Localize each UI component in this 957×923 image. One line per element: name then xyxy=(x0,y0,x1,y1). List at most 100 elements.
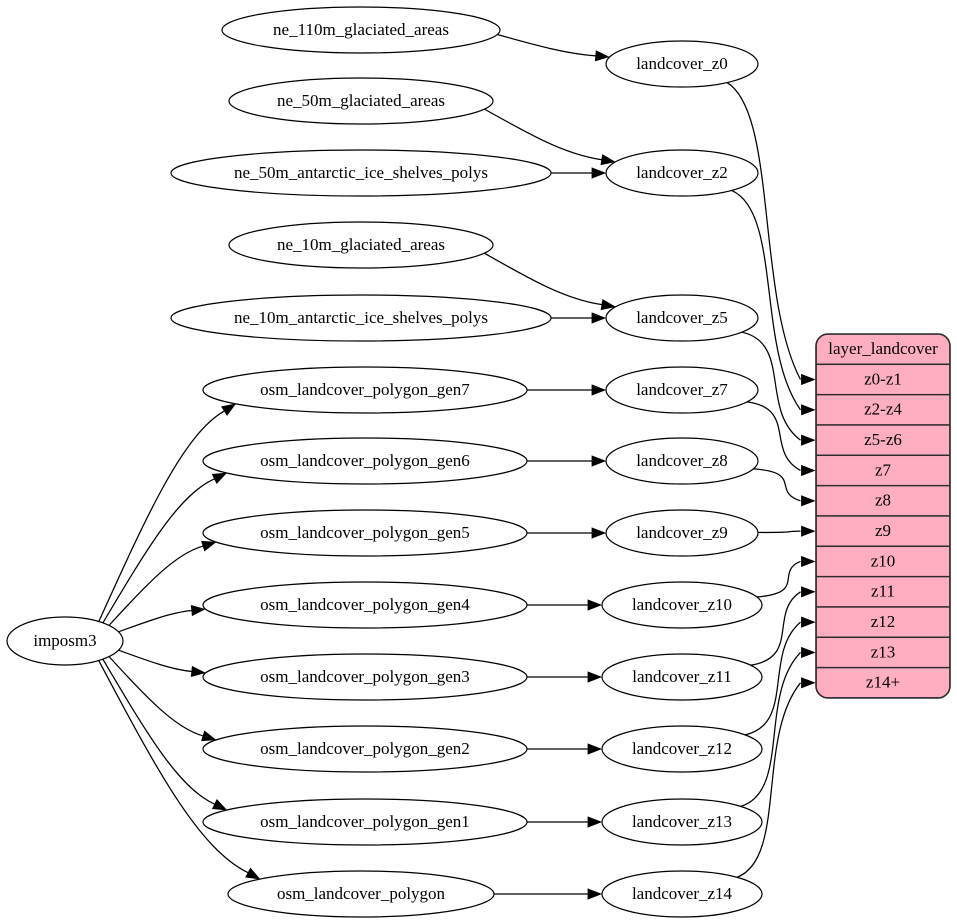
node-ne_50m_antarctic_ice_shelves_polys[interactable]: ne_50m_antarctic_ice_shelves_polys xyxy=(170,149,552,197)
table-row-cell[interactable] xyxy=(816,484,950,517)
node-landcover_z0[interactable]: landcover_z0 xyxy=(605,40,759,88)
table-row-cell[interactable] xyxy=(816,575,950,608)
node-label: landcover_z9 xyxy=(636,523,728,542)
arrow-head xyxy=(591,527,607,539)
node-label: osm_landcover_polygon_gen6 xyxy=(260,451,470,470)
node-landcover_z2[interactable]: landcover_z2 xyxy=(605,149,759,197)
node-shape xyxy=(202,725,528,773)
node-ne_110m_glaciated_areas[interactable]: ne_110m_glaciated_areas xyxy=(221,6,501,54)
node-imposm3[interactable]: imposm3 xyxy=(6,616,124,666)
arrow-head xyxy=(801,525,816,537)
table-row-cell[interactable] xyxy=(816,545,950,578)
table-row-cell[interactable] xyxy=(816,363,950,396)
node-label: landcover_z12 xyxy=(632,739,732,758)
node-shape xyxy=(601,581,763,629)
arrow-head xyxy=(801,586,816,598)
node-shape xyxy=(605,294,759,342)
node-shape xyxy=(605,437,759,485)
node-shape xyxy=(202,509,528,557)
node-label: osm_landcover_polygon_gen4 xyxy=(260,595,470,614)
node-shape xyxy=(202,366,528,414)
arrow-head xyxy=(587,816,603,828)
edge-landcover_z8-to-layer_landcover-z8 xyxy=(753,468,801,502)
node-label: landcover_z7 xyxy=(636,380,728,399)
node-landcover_z13[interactable]: landcover_z13 xyxy=(601,798,763,846)
node-shape xyxy=(605,366,759,414)
edge-imposm3-to-osm_landcover_polygon xyxy=(98,660,249,874)
node-shape xyxy=(170,294,552,342)
node-landcover_z8[interactable]: landcover_z8 xyxy=(605,437,759,485)
node-label: ne_10m_antarctic_ice_shelves_polys xyxy=(234,308,488,327)
table-header-label: layer_landcover xyxy=(828,339,938,358)
arrow-head xyxy=(211,798,228,811)
node-label: ne_10m_glaciated_areas xyxy=(277,235,445,254)
node-landcover_z12[interactable]: landcover_z12 xyxy=(601,725,763,773)
edge-landcover_z10-to-layer_landcover-z10 xyxy=(756,560,801,598)
edge-ne_110m_glaciated_areas-to-landcover_z0 xyxy=(497,33,596,57)
node-landcover_z7[interactable]: landcover_z7 xyxy=(605,366,759,414)
edge-landcover_z14-to-layer_landcover-z14+ xyxy=(736,682,801,878)
node-osm_landcover_polygon_gen4[interactable]: osm_landcover_polygon_gen4 xyxy=(202,581,528,629)
node-osm_landcover_polygon_gen1[interactable]: osm_landcover_polygon_gen1 xyxy=(202,798,528,846)
arrow-head xyxy=(591,384,607,396)
layer-table-rows[interactable]: layer_landcoverz0-z1z2-z4z5-z6z7z8z9z10z… xyxy=(816,334,950,698)
node-shape xyxy=(228,221,494,269)
node-label: ne_50m_antarctic_ice_shelves_polys xyxy=(234,163,488,182)
node-shape xyxy=(605,509,759,557)
arrow-head xyxy=(587,599,603,611)
arrow-head xyxy=(801,555,816,568)
node-osm_landcover_polygon_gen7[interactable]: osm_landcover_polygon_gen7 xyxy=(202,366,528,414)
table-row-label: z9 xyxy=(875,521,891,540)
arrow-head xyxy=(801,677,816,689)
node-label: osm_landcover_polygon xyxy=(277,884,446,903)
node-ne_50m_glaciated_areas[interactable]: ne_50m_glaciated_areas xyxy=(228,77,494,125)
arrow-head xyxy=(591,167,607,179)
node-shape xyxy=(6,616,124,666)
arrow-head xyxy=(801,464,816,477)
edge-imposm3-to-osm_landcover_polygon_gen1 xyxy=(102,658,215,805)
layer-landcover-table[interactable]: layer_landcoverz0-z1z2-z4z5-z6z7z8z9z10z… xyxy=(815,333,951,699)
table-row-label: z8 xyxy=(875,491,891,510)
arrow-head xyxy=(591,312,607,324)
node-landcover_z5[interactable]: landcover_z5 xyxy=(605,294,759,342)
node-label: landcover_z8 xyxy=(636,451,728,470)
node-label: ne_110m_glaciated_areas xyxy=(273,20,449,39)
node-label: landcover_z0 xyxy=(636,54,728,73)
table-row-label: z11 xyxy=(871,582,895,601)
node-osm_landcover_polygon[interactable]: osm_landcover_polygon xyxy=(227,870,495,918)
node-landcover_z14[interactable]: landcover_z14 xyxy=(601,870,763,918)
node-osm_landcover_polygon_gen5[interactable]: osm_landcover_polygon_gen5 xyxy=(202,509,528,557)
node-ne_10m_glaciated_areas[interactable]: ne_10m_glaciated_areas xyxy=(228,221,494,269)
arrow-head xyxy=(600,154,616,166)
node-shape xyxy=(202,798,528,846)
arrow-head xyxy=(600,299,616,311)
node-label: imposm3 xyxy=(33,631,96,650)
arrow-head xyxy=(801,616,816,628)
node-label: osm_landcover_polygon_gen5 xyxy=(260,523,470,542)
table-row-cell[interactable] xyxy=(816,454,950,487)
node-label: landcover_z2 xyxy=(636,163,728,182)
edge-landcover_z7-to-layer_landcover-z7 xyxy=(747,401,801,472)
node-label: landcover_z10 xyxy=(632,595,732,614)
table-row-label: z2-z4 xyxy=(864,400,902,419)
table-row-cell[interactable] xyxy=(816,636,950,669)
arrow-head xyxy=(201,540,217,552)
arrow-head xyxy=(587,888,603,900)
node-landcover_z10[interactable]: landcover_z10 xyxy=(601,581,763,629)
node-osm_landcover_polygon_gen6[interactable]: osm_landcover_polygon_gen6 xyxy=(202,437,528,485)
node-osm_landcover_polygon_gen2[interactable]: osm_landcover_polygon_gen2 xyxy=(202,725,528,773)
node-landcover_z9[interactable]: landcover_z9 xyxy=(605,509,759,557)
node-osm_landcover_polygon_gen3[interactable]: osm_landcover_polygon_gen3 xyxy=(202,653,528,701)
node-shape xyxy=(605,149,759,197)
edge-imposm3-to-osm_landcover_polygon_gen4 xyxy=(118,609,192,633)
arrow-head xyxy=(801,646,816,659)
table-row-cell[interactable] xyxy=(816,666,950,698)
edge-ne_10m_glaciated_areas-to-landcover_z5 xyxy=(484,252,603,306)
edge-landcover_z5-to-layer_landcover-z5-z6 xyxy=(741,331,801,441)
arrow-head xyxy=(245,867,261,880)
node-ne_10m_antarctic_ice_shelves_polys[interactable]: ne_10m_antarctic_ice_shelves_polys xyxy=(170,294,552,342)
arrow-head xyxy=(591,455,607,467)
table-row-label: z5-z6 xyxy=(864,430,902,449)
node-landcover_z11[interactable]: landcover_z11 xyxy=(601,653,763,701)
